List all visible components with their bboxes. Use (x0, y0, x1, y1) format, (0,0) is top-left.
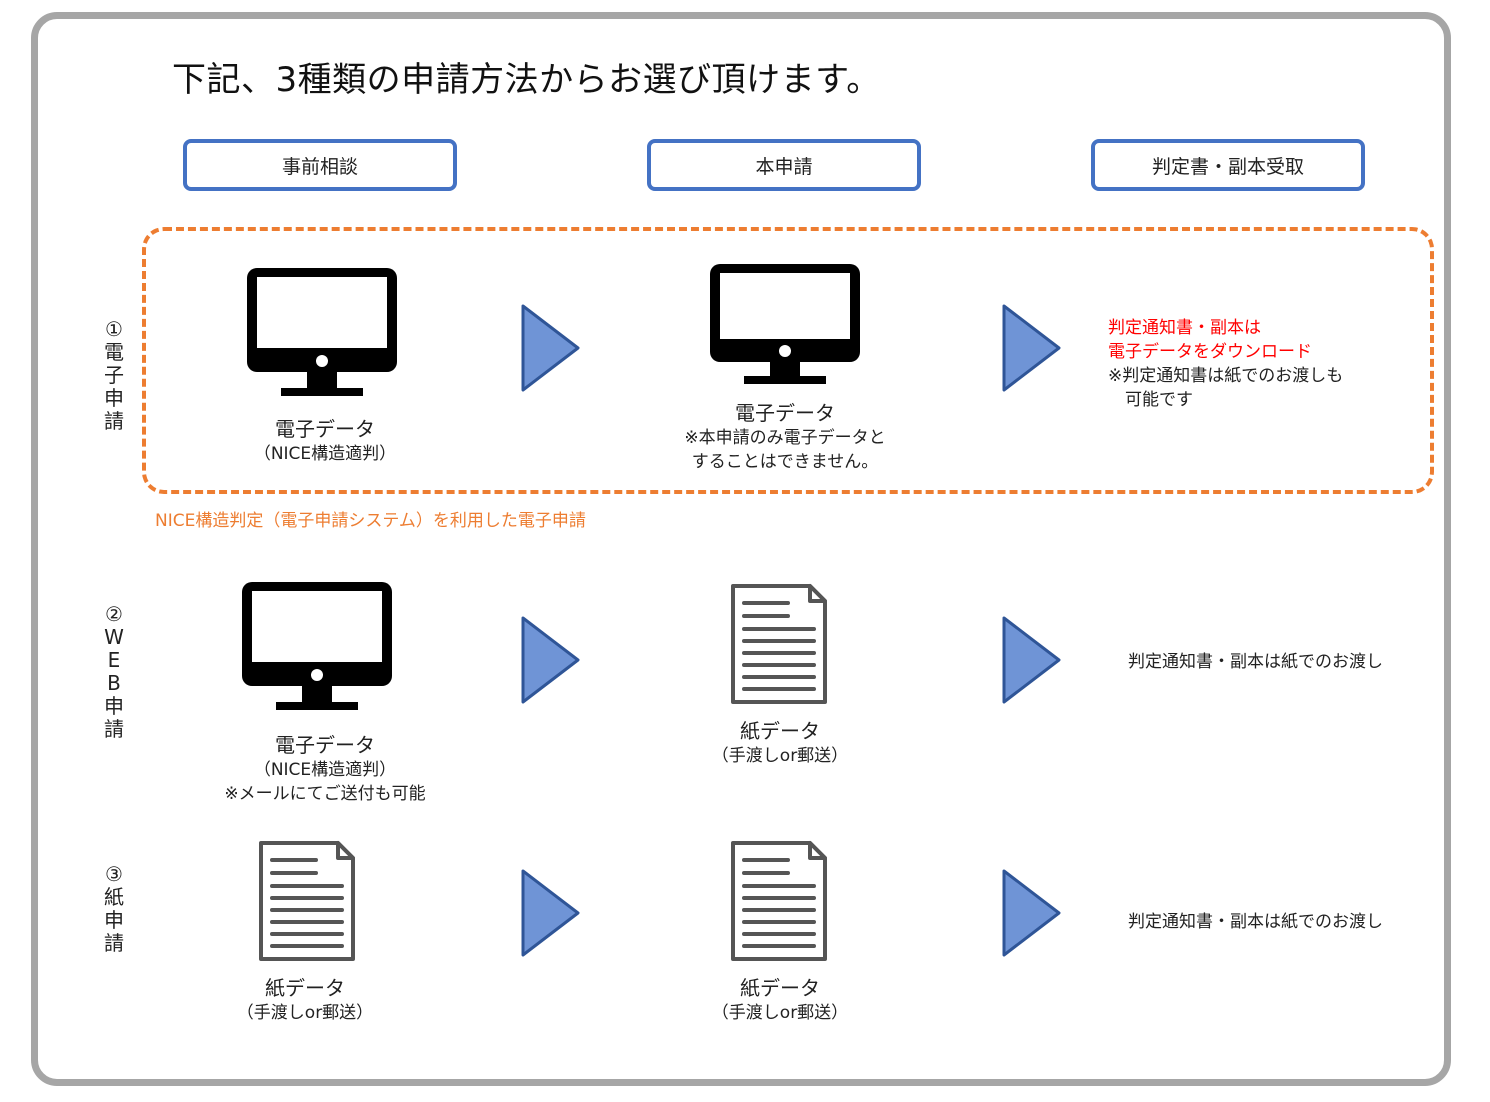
caption-sub: ※本申請のみ電子データと (684, 428, 886, 448)
row-label-char: 申 (104, 908, 124, 932)
row-label-char: 電 (104, 340, 124, 364)
document-icon (259, 841, 355, 961)
caption-main: 紙データ (740, 976, 820, 1000)
row-label-char: ① (105, 317, 123, 341)
arrow-right-icon (521, 869, 580, 957)
stage-header-receipt: 判定書・副本受取 (1091, 139, 1365, 191)
row2-apply-caption: 紙データ （手渡しor郵送） (680, 718, 880, 768)
row3-consult-caption: 紙データ （手渡しor郵送） (205, 975, 405, 1025)
arrow-right-icon (1002, 616, 1061, 704)
receive-note-line: ※判定通知書は紙でのお渡しも (1108, 366, 1344, 386)
row1-apply-caption: 電子データ ※本申請のみ電子データと することはできません。 (655, 400, 915, 474)
row-label-char: B (107, 671, 121, 695)
caption-sub: （NICE構造適判） (253, 760, 397, 780)
caption-main: 紙データ (265, 976, 345, 1000)
caption-sub: することはできません。 (691, 452, 879, 472)
row1-consult-caption: 電子データ （NICE構造適判） (205, 416, 445, 466)
stage-label: 本申請 (755, 155, 813, 178)
row-label-char: 申 (104, 386, 124, 410)
row-label-char: 請 (104, 409, 124, 433)
caption-sub: （手渡しor郵送） (236, 1003, 374, 1023)
page-title: 下記、3種類の申請方法からお選び頂けます。 (172, 60, 881, 100)
stage-header-application: 本申請 (647, 139, 921, 191)
row-label-char: ② (105, 602, 123, 626)
stage-label: 事前相談 (281, 155, 358, 178)
caption-main: 紙データ (740, 719, 820, 743)
stage-label: 判定書・副本受取 (1151, 155, 1304, 178)
row-label-char: E (107, 648, 121, 672)
row2-consult-caption: 電子データ （NICE構造適判） ※メールにてご送付も可能 (190, 732, 460, 806)
electronic-application-highlight-box (142, 227, 1434, 494)
caption-main: 電子データ (735, 401, 835, 425)
receive-note-line: 判定通知書・副本は紙でのお渡し (1128, 912, 1383, 932)
row-label-char: 申 (104, 694, 124, 718)
row-label-char: W (104, 625, 124, 649)
monitor-icon (242, 582, 392, 710)
arrow-right-icon (521, 616, 580, 704)
receive-note-line: 判定通知書・副本は紙でのお渡し (1128, 652, 1383, 672)
row3-apply-caption: 紙データ （手渡しor郵送） (680, 975, 880, 1025)
row-label-electronic: ① 電 子 申 請 (99, 318, 129, 433)
arrow-right-icon (1002, 869, 1061, 957)
document-icon (731, 584, 827, 704)
receive-note-line: 可能です (1108, 390, 1193, 410)
caption-sub: （手渡しor郵送） (711, 746, 849, 766)
row-label-char: 請 (104, 717, 124, 741)
caption-sub: （手渡しor郵送） (711, 1003, 849, 1023)
row-label-char: ③ (105, 862, 123, 886)
monitor-icon (710, 264, 860, 384)
row-label-char: 紙 (104, 885, 124, 909)
document-icon (731, 841, 827, 961)
row3-receive-note: 判定通知書・副本は紙でのお渡し (1128, 910, 1383, 934)
receive-note-line: 電子データをダウンロード (1108, 342, 1312, 362)
row-label-web: ② W E B 申 請 (99, 603, 129, 741)
arrow-right-icon (521, 304, 580, 392)
monitor-icon (247, 268, 397, 396)
row-label-char: 請 (104, 931, 124, 955)
caption-main: 電子データ (275, 733, 375, 757)
arrow-right-icon (1002, 304, 1061, 392)
highlight-caption: NICE構造判定（電子申請システム）を利用した電子申請 (155, 511, 586, 531)
row-label-char: 子 (104, 363, 124, 387)
receive-note-line: 判定通知書・副本は (1108, 318, 1261, 338)
row-label-paper: ③ 紙 申 請 (99, 863, 129, 955)
caption-main: 電子データ (275, 417, 375, 441)
row1-receive-note: 判定通知書・副本は 電子データをダウンロード ※判定通知書は紙でのお渡しも 可能… (1108, 316, 1343, 412)
caption-sub: ※メールにてご送付も可能 (224, 784, 426, 804)
caption-sub: （NICE構造適判） (253, 444, 397, 464)
row2-receive-note: 判定通知書・副本は紙でのお渡し (1128, 650, 1383, 674)
stage-header-consultation: 事前相談 (183, 139, 457, 191)
